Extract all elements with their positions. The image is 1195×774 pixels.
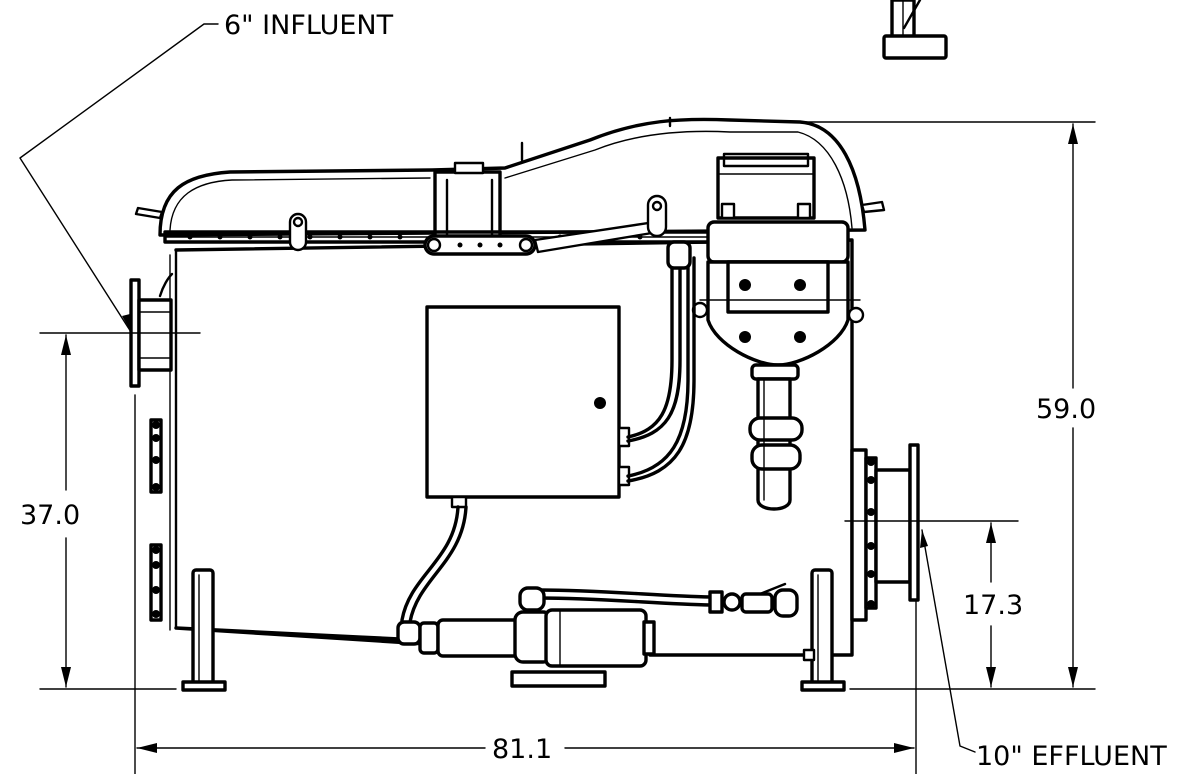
overall-length-dimension: 81.1 xyxy=(492,734,552,765)
influent-flange xyxy=(129,272,174,622)
influent-callout: 6" INFLUENT xyxy=(224,10,394,41)
influent-height-dimension: 37.0 xyxy=(20,500,80,531)
hoses xyxy=(396,240,712,646)
latch-linkage xyxy=(288,194,668,256)
vent-stack xyxy=(882,0,948,60)
rotary-valve-assembly xyxy=(691,220,865,511)
support-legs xyxy=(181,568,846,692)
effluent-flange xyxy=(850,443,920,622)
effluent-callout: 10" EFFLUENT xyxy=(976,741,1167,772)
pump-motor xyxy=(418,582,799,688)
dimension-lines xyxy=(39,121,1096,774)
overall-height-dimension: 59.0 xyxy=(1036,394,1096,425)
leader-lines xyxy=(19,23,976,753)
control-panel xyxy=(425,305,631,509)
access-hatch xyxy=(716,152,816,220)
effluent-height-dimension: 17.3 xyxy=(963,590,1023,621)
